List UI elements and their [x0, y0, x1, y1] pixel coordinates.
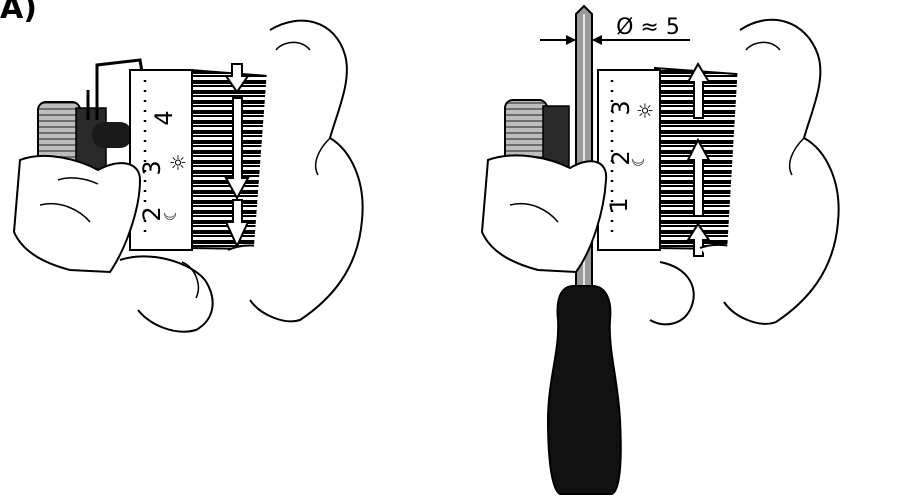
right-illustration: 3 2 1 ☼ ☾	[482, 6, 839, 494]
diameter-label: Ø ≈ 5	[616, 15, 680, 40]
left-scale-number: 4	[150, 110, 178, 125]
sun-icon: ☼	[636, 99, 654, 123]
left-illustration: 4 3 2 ☼ ☾	[14, 21, 363, 332]
right-scale-number: 3	[607, 100, 635, 115]
moon-icon: ☾	[629, 153, 648, 167]
sun-icon: ☼	[169, 151, 187, 175]
right-scale-number: 1	[605, 197, 633, 212]
right-scale-plate: 3 2 1 ☼ ☾	[598, 70, 660, 250]
screwdriver-handle	[548, 286, 621, 494]
moon-icon: ☾	[161, 207, 180, 221]
left-scale-number: 3	[138, 160, 166, 175]
left-scale-plate: 4 3 2 ☼ ☾	[130, 70, 192, 250]
left-thumb	[14, 156, 140, 272]
diameter-dimension: Ø ≈ 5	[540, 15, 690, 45]
left-right-hand	[250, 21, 363, 322]
right-right-hand	[724, 20, 839, 324]
left-lower-hand	[120, 256, 213, 331]
